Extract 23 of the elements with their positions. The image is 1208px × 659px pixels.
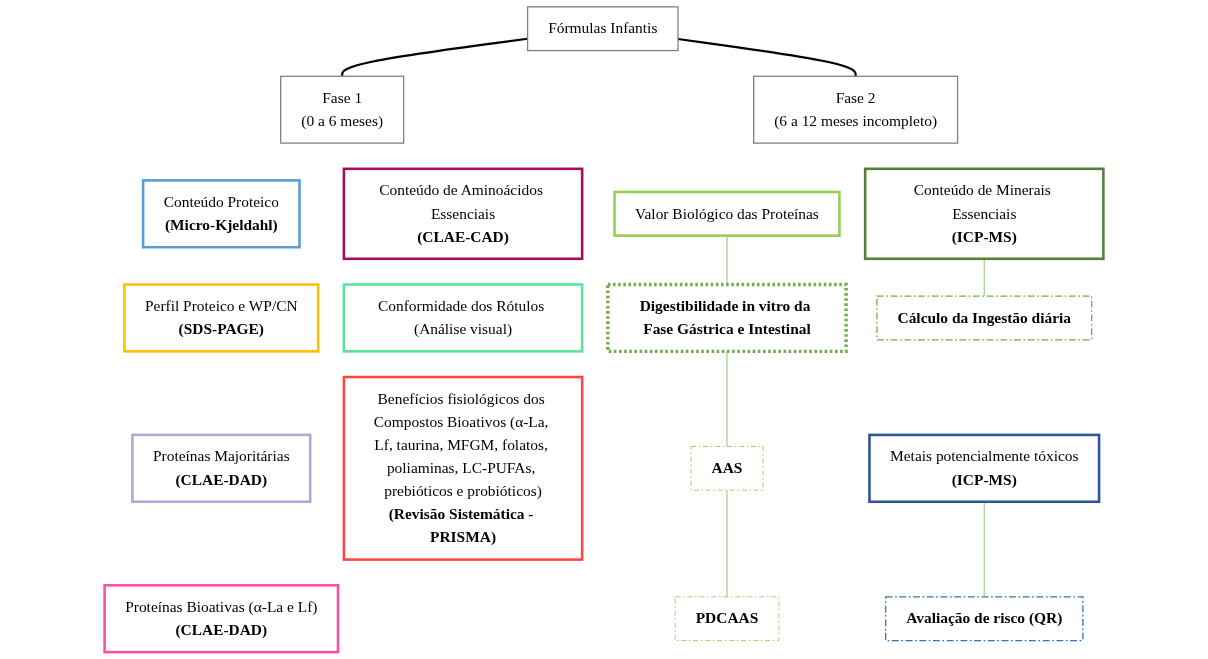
node-box: Conteúdo Proteico (Micro-Kjeldahl): [141, 179, 301, 249]
node-box: AAS: [690, 446, 764, 491]
node-box: Perfil Proteico e WP/CN (SDS-PAGE): [123, 283, 320, 353]
node-box: Digestibilidade in vitro da Fase Gástrica e Intestinal: [606, 282, 848, 354]
connector: [726, 489, 728, 598]
connector: [677, 37, 857, 77]
connector: [341, 37, 528, 77]
connector: [983, 501, 985, 598]
node-box: Proteínas Majoritárias (CLAE-DAD): [131, 433, 312, 504]
node-box: Fase 1 (0 a 6 meses): [280, 75, 405, 144]
node-box: Proteínas Bioativas (α-La e Lf) (CLAE-DAD): [103, 584, 340, 654]
node-box: Fase 2 (6 a 12 meses incompleto): [753, 75, 959, 144]
node-box: Conteúdo de Minerais Essenciais (ICP-MS): [863, 167, 1105, 261]
node-box: Cálculo da Ingestão diária: [876, 295, 1093, 341]
node-box: Avaliação de risco (QR): [885, 596, 1084, 642]
node-box: Valor Biológico das Proteínas: [613, 190, 841, 237]
node-box: PDCAAS: [674, 596, 780, 641]
node-box: Conteúdo de Aminoácidos Essenciais (CLAE-CAD): [342, 167, 584, 261]
node-box: Conformidade dos Rótulos (Análise visual): [342, 283, 584, 353]
node-box: Fórmulas Infantis: [526, 6, 679, 52]
node-box: Benefícios fisiológicos dos Compostos Bioativos (α-La, Lf, taurina, MFGM, folatos, poliaminas, LC-PUFAs, prebióticos e probióticos) (Revisão Sistemática - PRISMA): [342, 375, 584, 561]
node-box: Metais potencialmente tóxicos (ICP-MS): [868, 433, 1101, 504]
connector: [983, 258, 985, 297]
